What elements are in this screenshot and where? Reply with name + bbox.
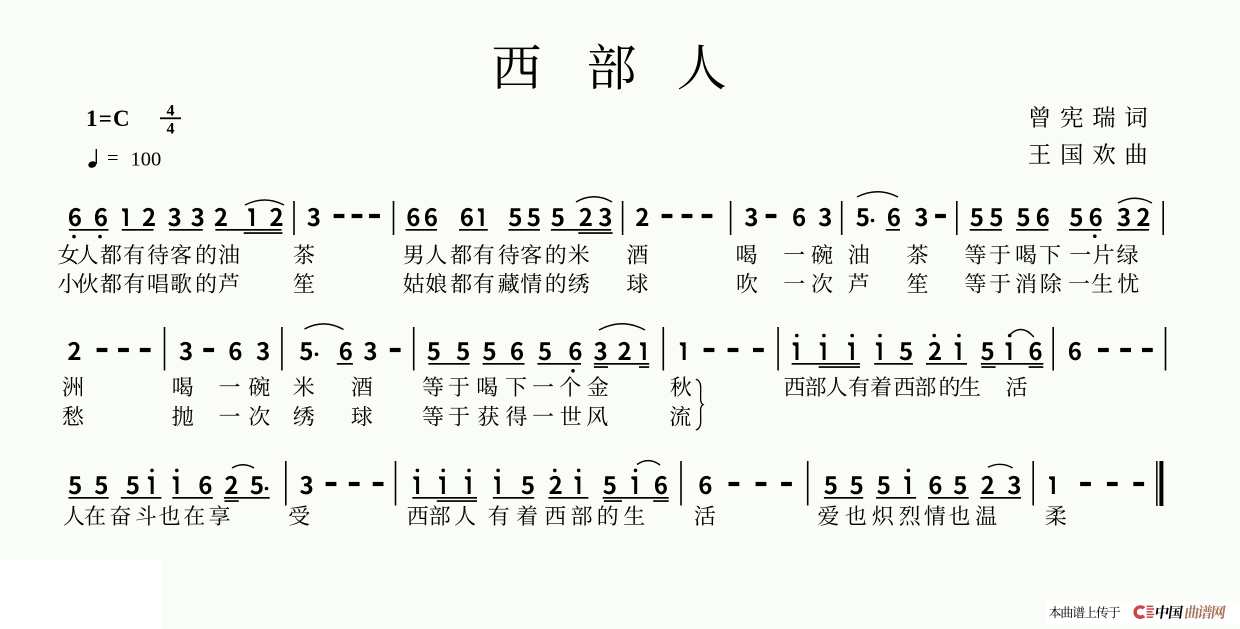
- svg-text:1=C: 1=C: [86, 106, 131, 131]
- svg-text:=: =: [107, 147, 119, 169]
- svg-text:100: 100: [131, 148, 162, 170]
- svg-text:4: 4: [167, 102, 175, 119]
- svg-text:4: 4: [167, 121, 175, 138]
